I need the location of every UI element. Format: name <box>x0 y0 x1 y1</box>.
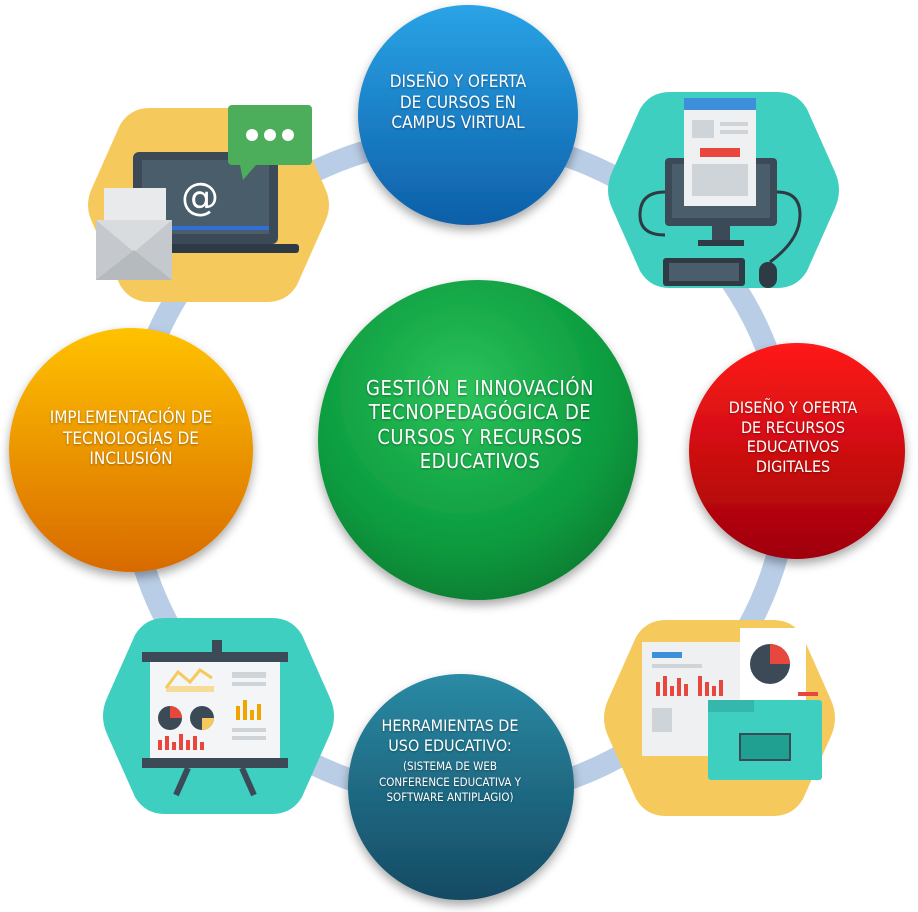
documents-folder-icon <box>604 620 835 816</box>
bottom-line: uso educativo: <box>388 735 512 755</box>
right-line: digitales <box>755 456 831 476</box>
bottom-node-label: Herramientas de uso educativo: (Sistema … <box>360 716 540 806</box>
right-line: educativos <box>746 437 840 457</box>
bottom-subline: (Sistema de web <box>402 759 498 774</box>
desktop-computer-icon <box>608 92 839 288</box>
at-sign: @ <box>181 175 219 219</box>
right-circle <box>689 343 905 559</box>
laptop-email-chat-icon: @ <box>88 105 329 302</box>
center-circle <box>318 280 638 600</box>
top-node-label: Diseño y oferta de cursos en campus virt… <box>372 72 544 134</box>
center-line: cursos y recursos <box>377 424 583 449</box>
right-line: Diseño y oferta <box>728 398 858 417</box>
right-line: de recursos <box>740 417 846 437</box>
center-line: educativos <box>419 449 541 474</box>
top-line: campus virtual <box>391 113 525 134</box>
left-node-label: Implementación de tecnologías de inclusi… <box>26 408 236 470</box>
left-circle <box>9 328 253 572</box>
top-line: de cursos en <box>399 92 517 113</box>
center-label: Gestión e innovación tecnopedagógica de … <box>340 376 620 474</box>
left-line: Implementación de <box>49 408 213 428</box>
bottom-subline: conference educativa y <box>379 774 521 789</box>
top-circle <box>358 5 578 225</box>
bottom-line: Herramientas de <box>381 716 519 735</box>
presentation-board-icon <box>103 618 334 814</box>
bottom-sublabel: (Sistema de web conference educativa y s… <box>360 759 540 806</box>
left-line: inclusión <box>89 449 173 470</box>
center-line: Gestión e innovación <box>366 376 594 400</box>
bottom-circle <box>348 674 574 900</box>
bottom-subline: software antiplagio) <box>386 790 514 805</box>
left-line: tecnologías de <box>63 428 199 449</box>
center-line: tecnopedagógica de <box>368 400 592 425</box>
top-line: Diseño y oferta <box>389 72 527 92</box>
right-node-label: Diseño y oferta de recursos educativos d… <box>718 398 868 476</box>
